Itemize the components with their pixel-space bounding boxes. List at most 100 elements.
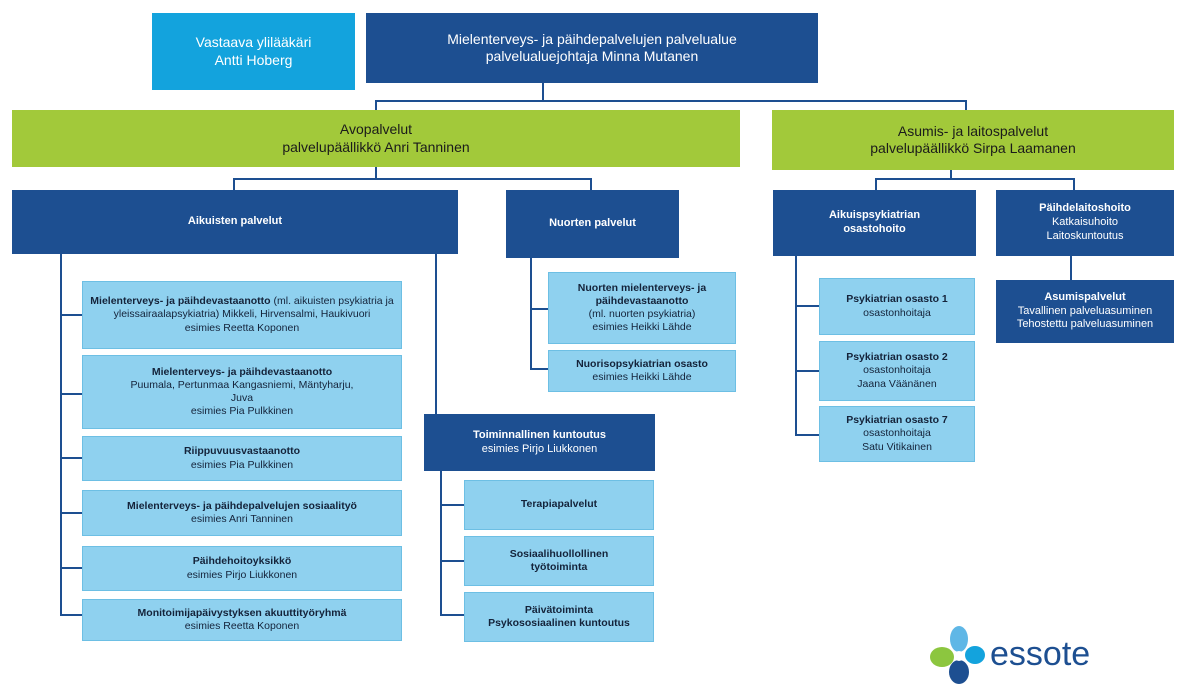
essote-logo: essote xyxy=(928,625,1128,687)
youth-unit-1-title: Nuorten mielenterveys- ja päihdevastaano… xyxy=(577,281,707,307)
adult-unit-2-manager: esimies Pia Pulkkinen xyxy=(190,405,294,418)
rehab-unit-3-line2: Psykososiaalinen kuntoutus xyxy=(488,617,630,629)
connector-to-adult xyxy=(233,178,235,190)
youth-unit-2: Nuorisopsykiatrian osasto esimies Heikki… xyxy=(548,350,736,392)
substance-care-line1: Katkaisuhoito xyxy=(1051,216,1119,229)
connector-adult-tick xyxy=(60,457,82,459)
adult-services-box: Aikuisten palvelut xyxy=(12,190,458,254)
adult-unit-1: Mielenterveys- ja päihdevastaanotto (ml.… xyxy=(82,281,402,349)
adult-unit-1-title: Mielenterveys- ja päihdevastaanotto xyxy=(90,295,271,308)
ward-unit-1: Psykiatrian osasto 1 osastonhoitaja xyxy=(819,278,975,335)
asumispalvelut-title: Asumis- ja laitospalvelut xyxy=(897,122,1049,139)
housing-box: Asumispalvelut Tavallinen palveluasumine… xyxy=(996,280,1174,343)
connector-adult-tick xyxy=(60,314,82,316)
rehab-unit-1-line1: Terapiapalvelut xyxy=(520,498,598,511)
adult-unit-5: Päihdehoitoyksikkö esimies Pirjo Liukkon… xyxy=(82,546,402,591)
adult-unit-2-title: Mielenterveys- ja päihdevastaanotto xyxy=(151,365,333,378)
ward-unit-2-name: Jaana Väänänen xyxy=(857,377,937,390)
connector-rehab-spine xyxy=(440,471,442,616)
connector-adult-spine xyxy=(60,254,62,615)
connector-adult-tick xyxy=(60,567,82,569)
ward-unit-1-title: Psykiatrian osasto 1 xyxy=(846,293,948,306)
adult-unit-3-manager: esimies Pia Pulkkinen xyxy=(190,458,294,471)
rehab-box: Toiminnallinen kuntoutus esimies Pirjo L… xyxy=(424,414,655,471)
ward-unit-1-role: osastonhoitaja xyxy=(863,306,931,319)
substance-care-title: Päihdelaitoshoito xyxy=(1039,202,1131,215)
connector-youth-spine xyxy=(530,258,532,370)
connector-adult-tick xyxy=(60,512,82,514)
youth-unit-1: Nuorten mielenterveys- ja päihdevastaano… xyxy=(548,272,736,344)
connector-asumis-down xyxy=(950,170,952,180)
adult-unit-6-title: Monitoimijapäivystyksen akuuttityöryhmä xyxy=(137,606,347,619)
connector-adult-tick xyxy=(60,393,82,395)
essote-clover-icon xyxy=(930,626,985,684)
adult-unit-2: Mielenterveys- ja päihdevastaanotto Puum… xyxy=(82,355,402,429)
asumispalvelut-head: palvelupäällikkö Sirpa Laamanen xyxy=(870,140,1076,156)
service-area-title: Mielenterveys- ja päihdepalvelujen palve… xyxy=(447,30,737,47)
ward-unit-2-title: Psykiatrian osasto 2 xyxy=(846,351,948,364)
connector-to-substance xyxy=(1073,178,1075,190)
substance-care-box: Päihdelaitoshoito Katkaisuhoito Laitosku… xyxy=(996,190,1174,256)
rehab-unit-2-line1: Sosiaalihuollollinen xyxy=(509,547,609,560)
chief-physician-name: Antti Hoberg xyxy=(214,51,293,68)
adult-unit-4-title: Mielenterveys- ja päihdepalvelujen sosia… xyxy=(127,499,357,512)
rehab-unit-1: Terapiapalvelut xyxy=(464,480,654,530)
service-area-box: Mielenterveys- ja päihdepalvelujen palve… xyxy=(366,13,818,83)
rehab-unit-3: Päivätoiminta Psykososiaalinen kuntoutus xyxy=(464,592,654,642)
adult-unit-3-title: Riippuvuusvastaanotto xyxy=(183,445,301,458)
rehab-unit-2-line2: työtoiminta xyxy=(530,561,588,573)
connector-ward-tick xyxy=(795,434,819,436)
adult-unit-6: Monitoimijapäivystyksen akuuttityöryhmä … xyxy=(82,599,402,641)
ward-unit-2-role: osastonhoitaja xyxy=(863,364,931,377)
youth-services-box: Nuorten palvelut xyxy=(506,190,679,258)
adult-unit-6-manager: esimies Reetta Koponen xyxy=(184,620,300,632)
connector-to-ward xyxy=(875,178,877,190)
ward-unit-3-title: Psykiatrian osasto 7 xyxy=(846,414,948,427)
chief-physician-title: Vastaava ylilääkäri xyxy=(195,34,312,50)
rehab-manager: esimies Pirjo Liukkonen xyxy=(481,442,598,455)
housing-line1: Tavallinen palveluasuminen xyxy=(1017,304,1153,317)
avopalvelut-title: Avopalvelut xyxy=(339,121,413,137)
connector-to-avo xyxy=(375,100,377,110)
connector-asumis-horizontal xyxy=(875,178,1075,180)
adult-unit-5-manager: esimies Pirjo Liukkonen xyxy=(186,568,298,581)
connector-substance-to-housing xyxy=(1070,256,1072,280)
ward-care-title-line2: osastohoito xyxy=(843,223,906,235)
ward-unit-3-name: Satu Vitikainen xyxy=(862,440,932,453)
youth-unit-1-manager: esimies Heikki Lähde xyxy=(592,321,692,334)
connector-top-down xyxy=(542,82,544,102)
connector-to-asumis xyxy=(965,100,967,110)
adult-unit-5-title: Päihdehoitoyksikkö xyxy=(192,555,292,568)
adult-services-title: Aikuisten palvelut xyxy=(187,215,283,228)
adult-unit-2-detail: Puumala, Pertunmaa Kangasniemi, Mäntyhar… xyxy=(130,378,354,404)
housing-title: Asumispalvelut xyxy=(1044,290,1126,303)
connector-youth-tick xyxy=(530,368,548,370)
rehab-unit-3-line1: Päivätoiminta xyxy=(524,603,594,616)
connector-top-horizontal xyxy=(375,100,967,102)
avopalvelut-box: Avopalvelut palvelupäällikkö Anri Tannin… xyxy=(12,110,740,167)
substance-care-line2: Laitoskuntoutus xyxy=(1046,229,1124,242)
adult-unit-4-manager: esimies Anri Tanninen xyxy=(191,513,293,525)
youth-unit-2-title: Nuorisopsykiatrian osasto xyxy=(576,357,708,370)
ward-care-title-line1: Aikuispsykiatrian xyxy=(828,209,921,222)
connector-to-youth xyxy=(590,178,592,190)
connector-adult-to-rehab xyxy=(435,254,437,414)
chief-physician-box: Vastaava ylilääkäri Antti Hoberg xyxy=(152,13,355,90)
avopalvelut-head: palvelupäällikkö Anri Tanninen xyxy=(282,138,470,155)
connector-rehab-tick xyxy=(440,614,464,616)
rehab-unit-2: Sosiaalihuollollinen työtoiminta xyxy=(464,536,654,586)
asumispalvelut-box: Asumis- ja laitospalvelut palvelupäällik… xyxy=(772,110,1174,170)
adult-unit-1-detail: (ml. aikuisten psykiatria ja yleissairaa… xyxy=(113,295,394,321)
ward-care-box: Aikuispsykiatrian osastohoito xyxy=(773,190,976,256)
connector-avo-horizontal xyxy=(233,178,592,180)
housing-line2: Tehostettu palveluasuminen xyxy=(1016,318,1154,331)
connector-adult-tick xyxy=(60,614,82,616)
essote-logo-text: essote xyxy=(990,635,1091,673)
adult-unit-1-manager: esimies Reetta Koponen xyxy=(184,321,300,334)
ward-unit-3: Psykiatrian osasto 7 osastonhoitaja Satu… xyxy=(819,406,975,462)
youth-unit-2-manager: esimies Heikki Lähde xyxy=(592,371,692,383)
ward-unit-2: Psykiatrian osasto 2 osastonhoitaja Jaan… xyxy=(819,341,975,401)
connector-rehab-tick xyxy=(440,560,464,562)
adult-unit-3: Riippuvuusvastaanotto esimies Pia Pulkki… xyxy=(82,436,402,481)
adult-unit-4: Mielenterveys- ja päihdepalvelujen sosia… xyxy=(82,490,402,536)
